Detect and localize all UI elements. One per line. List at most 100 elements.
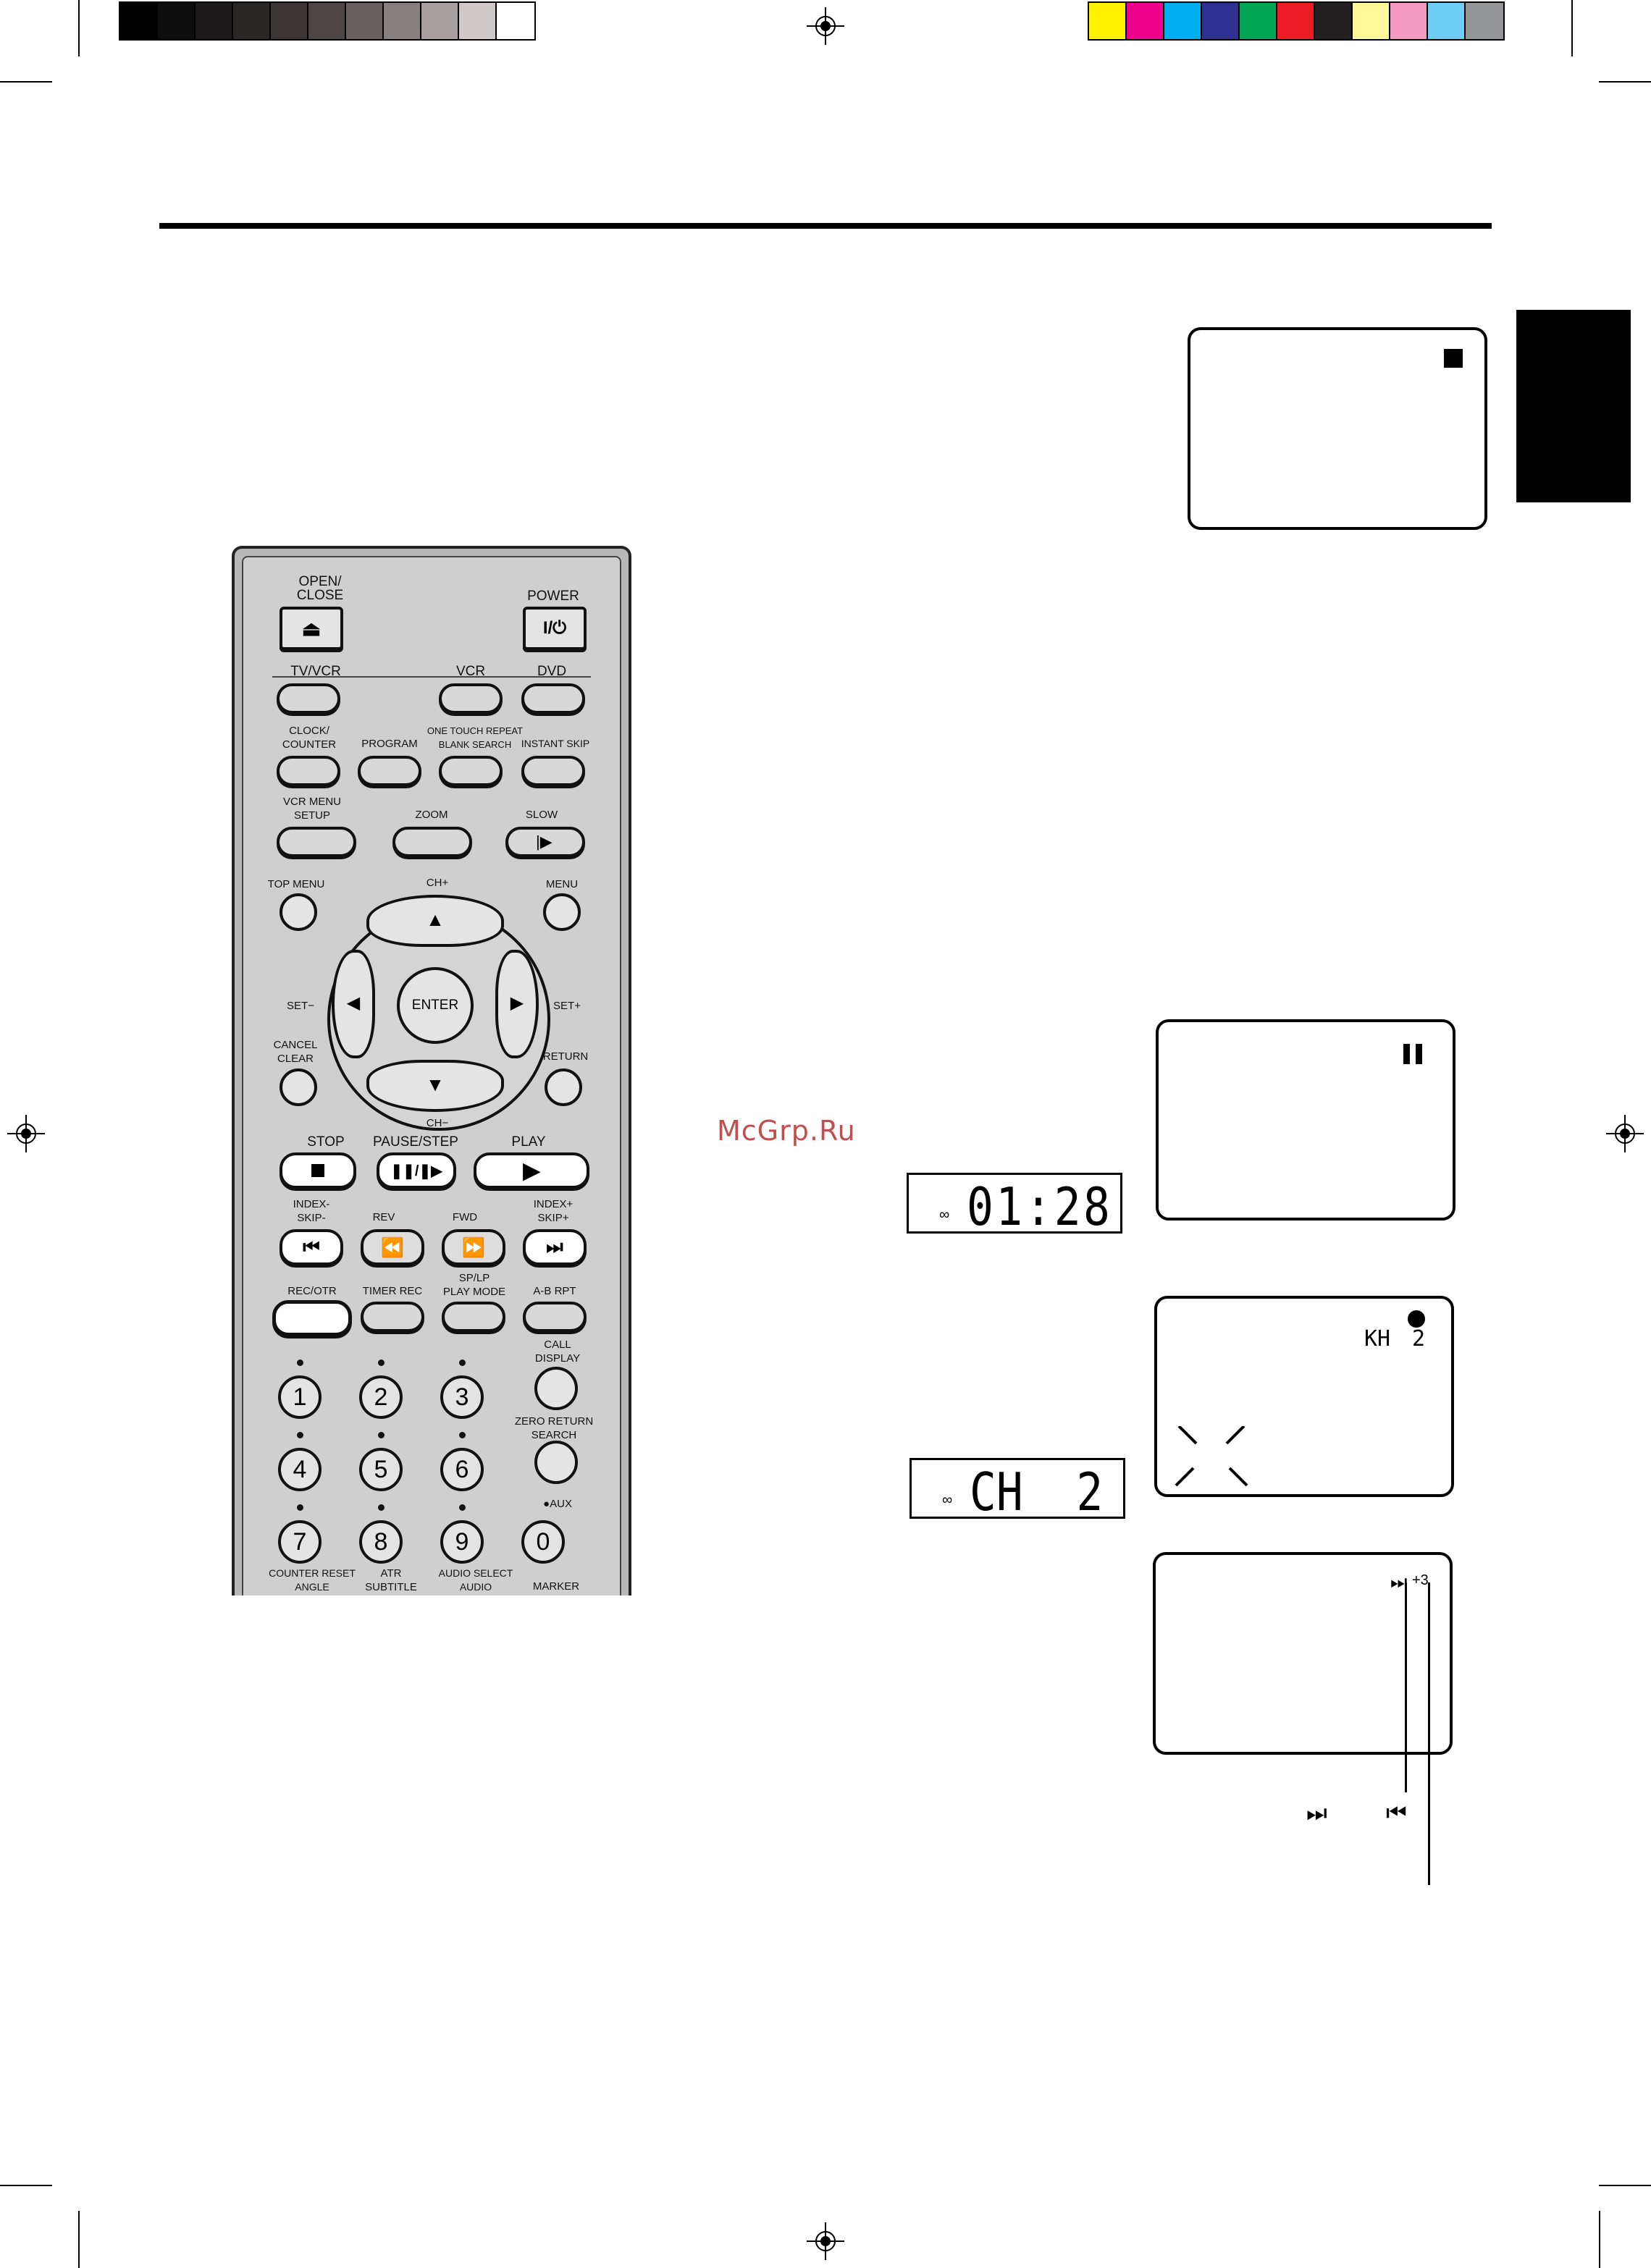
calibration-swatch <box>384 3 421 39</box>
gray-calibration-bar <box>119 1 536 41</box>
label-play: PLAY <box>511 1134 546 1150</box>
arrow-down-icon: ▼ <box>426 1074 445 1095</box>
a-b-rpt-button[interactable] <box>523 1302 587 1332</box>
key-indicator-dot <box>459 1359 466 1366</box>
enter-button[interactable]: ENTER <box>397 967 474 1044</box>
digit-3-button[interactable]: 3 <box>440 1375 484 1419</box>
label-vcr-menu-setup: VCR MENU SETUP <box>282 796 341 822</box>
cancel-clear-button[interactable] <box>280 1068 317 1106</box>
lcd-counter: ∞ 01:28 <box>907 1173 1122 1237</box>
label-zoom: ZOOM <box>415 809 448 821</box>
skip-minus-button[interactable]: ⏮ <box>280 1229 343 1265</box>
power-button[interactable]: I/⏻ <box>523 607 587 650</box>
zero-return-button[interactable] <box>534 1441 578 1484</box>
one-touch-repeat-button[interactable] <box>439 756 503 786</box>
dpad-right-button[interactable]: ▶ <box>495 950 539 1058</box>
clock-counter-button[interactable] <box>277 756 340 786</box>
skip-forward-icon: ⏭ <box>1306 1800 1327 1826</box>
label-tv-vcr: TV/VCR <box>290 664 341 679</box>
pause-step-button[interactable]: ❚❚/❚▶ <box>377 1152 456 1189</box>
calibration-swatch <box>1277 3 1315 39</box>
label-slow: SLOW <box>525 809 558 821</box>
calibration-swatch <box>1315 3 1353 39</box>
rev-button[interactable]: ⏪ <box>361 1229 424 1265</box>
label-ch-plus: CH+ <box>426 877 449 889</box>
tv-vcr-button[interactable] <box>277 683 340 714</box>
label-cancel-clear: CANCEL CLEAR <box>273 1039 318 1065</box>
skip-plus-button[interactable]: ⏭ <box>523 1229 587 1265</box>
fwd-button[interactable]: ⏩ <box>442 1229 505 1265</box>
label-pause-step: PAUSE/STEP <box>373 1134 458 1150</box>
rec-otr-button[interactable] <box>272 1300 352 1336</box>
sp-lp-button[interactable] <box>442 1302 505 1332</box>
arrow-up-icon: ▲ <box>426 909 445 930</box>
lcd-channel: ∞ CH 2 <box>909 1458 1125 1522</box>
rewind-icon: ⏪ <box>380 1236 405 1258</box>
crop-mark <box>1599 2211 1600 2268</box>
digit-0-button[interactable]: 0 <box>521 1520 565 1564</box>
calibration-swatch <box>233 3 271 39</box>
return-button[interactable] <box>545 1068 582 1106</box>
play-icon: ▶ <box>523 1158 540 1183</box>
instant-skip-button[interactable] <box>521 756 585 786</box>
calibration-swatch <box>120 3 158 39</box>
play-button[interactable]: ▶ <box>474 1152 589 1189</box>
top-menu-button[interactable] <box>280 893 317 931</box>
vcr-button[interactable] <box>439 683 503 714</box>
crop-mark <box>1599 81 1651 83</box>
calibration-swatch <box>1353 3 1390 39</box>
digit-2-button[interactable]: 2 <box>359 1375 403 1419</box>
skip-back-icon: ⏮ <box>303 1236 320 1257</box>
digit-4-button[interactable]: 4 <box>278 1448 322 1491</box>
remote-control: OPEN/ CLOSE ⏏ POWER I/⏻ TV/VCR VCR DVD C… <box>232 546 631 1595</box>
arrow-right-icon: ▶ <box>510 993 524 1013</box>
stop-button[interactable] <box>280 1152 356 1189</box>
digit-9-button[interactable]: 9 <box>440 1520 484 1564</box>
slow-button[interactable]: |▶ <box>505 827 585 857</box>
dpad-up-button[interactable]: ▲ <box>366 895 504 947</box>
arrow-left-icon: ◀ <box>346 993 361 1013</box>
calibration-swatch <box>158 3 196 39</box>
program-button[interactable] <box>358 756 421 786</box>
calibration-swatch <box>346 3 384 39</box>
digit-1-button[interactable]: 1 <box>278 1375 322 1419</box>
color-calibration-bar <box>1088 1 1505 41</box>
skip-callout-line <box>1405 1582 1407 1792</box>
tape-icon: ∞ <box>942 1492 953 1508</box>
digit-8-button[interactable]: 8 <box>359 1520 403 1564</box>
label-fwd: FWD <box>452 1211 478 1223</box>
timer-rec-button[interactable] <box>361 1302 424 1332</box>
calibration-swatch <box>497 3 534 39</box>
label-stop: STOP <box>307 1134 345 1150</box>
label-clock-counter: CLOCK/ COUNTER <box>282 725 337 751</box>
digit-5-button[interactable]: 5 <box>359 1448 403 1491</box>
dpad-down-button[interactable]: ▼ <box>366 1060 504 1112</box>
label-aux: ●AUX <box>543 1498 572 1510</box>
digit-6-button[interactable]: 6 <box>440 1448 484 1491</box>
skip-count: +3 <box>1412 1572 1429 1588</box>
label-index-skip-minus: INDEX- SKIP- <box>293 1198 330 1224</box>
vcr-menu-setup-button[interactable] <box>277 827 356 857</box>
label-call-display: CALL DISPLAY <box>534 1339 581 1365</box>
stop-icon <box>311 1164 324 1177</box>
channel-number: 2 <box>1412 1326 1426 1352</box>
call-display-button[interactable] <box>534 1367 578 1410</box>
digit-7-button[interactable]: 7 <box>278 1520 322 1564</box>
label-top-menu: TOP MENU <box>267 878 325 890</box>
dvd-button[interactable] <box>521 683 585 714</box>
menu-button[interactable] <box>543 893 581 931</box>
label-atr-subtitle: ATR SUBTITLE <box>365 1567 417 1593</box>
tv-screen-channel: KH 2 <box>1154 1296 1454 1497</box>
dpad-left-button[interactable]: ◀ <box>332 950 375 1058</box>
crop-mark <box>0 2185 52 2186</box>
label-a-b-rpt: A-B RPT <box>533 1285 576 1297</box>
label-index-skip-plus: INDEX+ SKIP+ <box>533 1198 574 1224</box>
tv-screen-pause <box>1156 1019 1455 1221</box>
open-close-button[interactable]: ⏏ <box>280 607 343 650</box>
header-rule <box>159 223 1492 229</box>
lcd-channel-value: CH 2 <box>970 1462 1104 1522</box>
label-open-close: OPEN/ CLOSE <box>296 574 344 603</box>
label-sp-lp: SP/LP PLAY MODE <box>442 1272 506 1298</box>
label-instant-skip: INSTANT SKIP <box>521 738 590 749</box>
zoom-button[interactable] <box>392 827 472 857</box>
